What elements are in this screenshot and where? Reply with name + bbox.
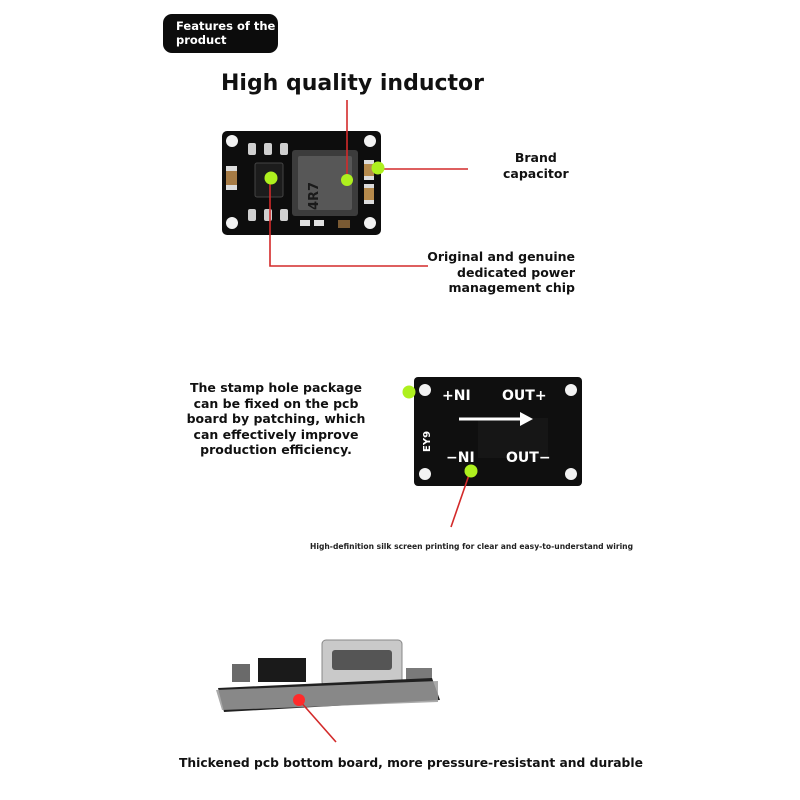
chip-label-line-2: dedicated power	[457, 264, 575, 280]
brand-capacitor-line-1: Brand	[514, 150, 557, 165]
inductor-heading: High quality inductor	[220, 71, 484, 96]
brand-capacitor-line-2: capacitor	[503, 165, 569, 181]
stamp-hole-label: The stamp hole package can be fixed on t…	[176, 380, 376, 458]
silk-in-minus: −NI	[446, 450, 475, 466]
silk-model: EY9	[422, 431, 433, 452]
badge-line-2: product	[176, 33, 227, 47]
chip-label-line-1: Original and genuine	[427, 249, 575, 264]
inductor-marking: 4R7	[307, 182, 322, 210]
features-badge: Features of the product	[163, 14, 278, 53]
stamp-label-line-4: can effectively improve	[193, 426, 359, 442]
stamp-label-line-2: can be fixed on the pcb	[193, 395, 359, 411]
pcb-bottom-view	[414, 377, 582, 486]
chip-label-line-3: management chip	[448, 280, 576, 295]
bottom-board-caption: Thickened pcb bottom board, more pressur…	[179, 756, 643, 770]
callout-lines-middle	[450, 471, 471, 528]
marker-stamp-hole	[402, 385, 416, 399]
silkscreen-caption: High-definition silk screen printing for…	[310, 542, 634, 551]
stamp-label-line-3: board by patching, which	[186, 411, 366, 426]
pcb-top-view	[222, 131, 381, 235]
marker-bottom-board	[293, 694, 305, 706]
silk-out-minus: OUT−	[506, 450, 551, 466]
pcb-side-view	[216, 639, 440, 712]
badge-line-1: Features of the	[176, 19, 276, 33]
callout-line-bottom	[298, 699, 337, 743]
stamp-label-line-5: production efficiency.	[200, 442, 352, 457]
inductor	[292, 150, 358, 216]
silk-out-plus: OUT+	[502, 388, 547, 404]
brand-capacitor-label: Brand capacitor	[503, 150, 569, 181]
marker-capacitor	[371, 161, 385, 175]
marker-chip	[264, 171, 278, 185]
brand-capacitor	[364, 160, 374, 204]
chip-label: Original and genuine dedicated power man…	[420, 249, 575, 296]
marker-inductor	[341, 174, 353, 186]
silk-in-plus: +NI	[442, 388, 471, 404]
marker-silkscreen	[464, 464, 478, 478]
callout-lines-top	[269, 100, 468, 267]
stamp-label-line-1: The stamp hole package	[190, 380, 362, 395]
